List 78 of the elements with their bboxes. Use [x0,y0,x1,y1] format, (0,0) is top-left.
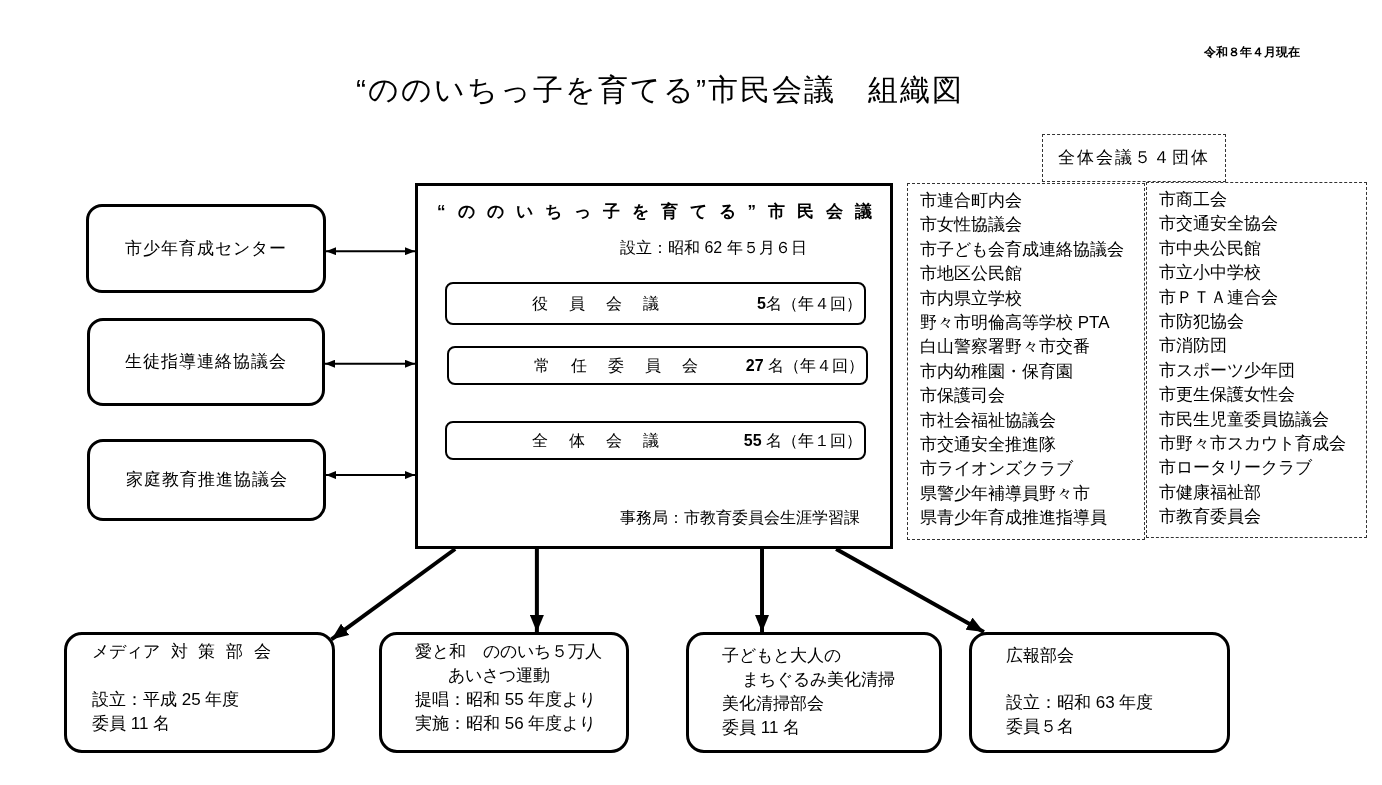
partner-box [87,318,325,406]
member-group-name: 市野々市スカウト育成会 [1159,433,1346,456]
organization-name: 市少年育成センター [125,237,287,260]
member-group-name: 市立小中学校 [1159,262,1261,285]
organization-name: 生徒指導連絡協議会 [125,351,287,374]
member-group-name: 市民生児童委員協議会 [1159,408,1329,431]
member-group-name: 市教育委員会 [1159,506,1261,529]
member-group-name: 市社会福祉協議会 [920,409,1056,432]
member-group-name: 市消防団 [1159,335,1227,358]
diagram-title: “ののいちっ子を育てる”市民会議 組織図 [356,72,964,108]
arrow [835,547,985,634]
member-group-name: 市内幼稚園・保育園 [920,360,1073,383]
member-group-name: 市連合町内会 [920,190,1022,212]
subcommittee-detail: 委員 11 名 [92,713,171,735]
subcommittee-box [686,632,942,753]
subcommittee-detail: 委員 11 名 [722,717,801,739]
subcommittee-title: あいさつ運動 [448,665,550,687]
member-group-name: 市子ども会育成連絡協議会 [920,238,1124,261]
member-group-name: 市スポーツ少年団 [1159,359,1295,382]
double-arrow [324,359,416,368]
member-group-name: 市保護司会 [920,385,1005,408]
meeting-box [447,346,868,385]
partner-box [87,439,326,521]
member-group-name: 市地区公民館 [920,263,1022,286]
partner-box [86,204,326,293]
meeting-box [445,421,866,460]
subcommittee-title: 愛と和 ののいち５万人 [415,641,602,663]
member-group-name: 市防犯協会 [1159,311,1244,334]
member-list-box [907,183,1145,540]
subcommittee-detail: 設立：平成 25 年度 [92,689,240,711]
subcommittee-title: まちぐるみ美化清掃 [742,669,895,691]
member-group-name: 白山警察署野々市交番 [920,336,1090,359]
double-arrow [325,471,416,480]
member-group-name: 市商工会 [1159,189,1227,211]
member-group-name: 県警少年補導員野々市 [920,482,1090,505]
subcommittee-box [969,632,1230,753]
member-count: 5名（年４回） [757,293,862,314]
member-group-name: 市内県立学校 [920,287,1022,310]
group-count-box [1042,134,1226,182]
subcommittee-detail: 実施：昭和 56 年度より [415,713,597,735]
date-note: 令和８年４月現在 [1204,44,1300,60]
member-count: 55 名（年１回） [743,430,862,451]
arrow [529,549,544,632]
member-group-name: 市更生保護女性会 [1159,384,1295,407]
secretariat-note: 事務局：市教育委員会生涯学習課 [620,508,860,528]
member-group-name: 市健康福祉部 [1159,481,1261,504]
organization-name: 家庭教育推進協議会 [125,469,288,492]
subcommittee-detail: 提唱：昭和 55 年度より [415,689,597,711]
member-count: 27 名（年４回） [745,355,864,376]
subcommittee-title: 子どもと大人の [722,645,841,667]
subcommittee-detail: 設立：昭和 63 年度 [1006,692,1154,714]
subcommittee-box [64,632,335,753]
group-count-heading: 全体会議５４団体 [1058,147,1210,170]
council-heading: “ののいちっ子を育てる”市民会議 [437,201,884,223]
subcommittee-title: メディア 対 策 部 会 [92,641,271,663]
meeting-name: 常任委員会 [534,355,719,376]
subcommittee-detail: 委員５名 [1006,716,1074,738]
member-group-name: 市ロータリークラブ [1159,457,1312,480]
member-group-name: 市ライオンズクラブ [920,458,1073,481]
meeting-name: 役員会議 [532,293,680,314]
member-group-name: 市交通安全協会 [1159,213,1278,236]
meeting-box [445,282,866,325]
member-list-box [1146,182,1367,538]
arrow [330,547,457,641]
subcommittee-title: 美化清掃部会 [722,693,824,715]
subcommittee-title: 広報部会 [1006,645,1074,667]
member-group-name: 市ＰＴＡ連合会 [1159,286,1278,309]
member-group-name: 市中央公民館 [1159,237,1261,260]
member-group-name: 野々市明倫高等学校 PTA [920,312,1110,335]
member-group-name: 市女性協議会 [920,214,1022,237]
meeting-name: 全体会議 [532,430,680,451]
council-box [415,183,893,549]
founding-date: 設立：昭和 62 年５月６日 [620,238,807,258]
member-group-name: 市交通安全推進隊 [920,434,1056,457]
member-group-name: 県青少年育成推進指導員 [920,507,1107,530]
arrow [755,549,770,632]
double-arrow [325,247,416,256]
subcommittee-box [379,632,629,753]
